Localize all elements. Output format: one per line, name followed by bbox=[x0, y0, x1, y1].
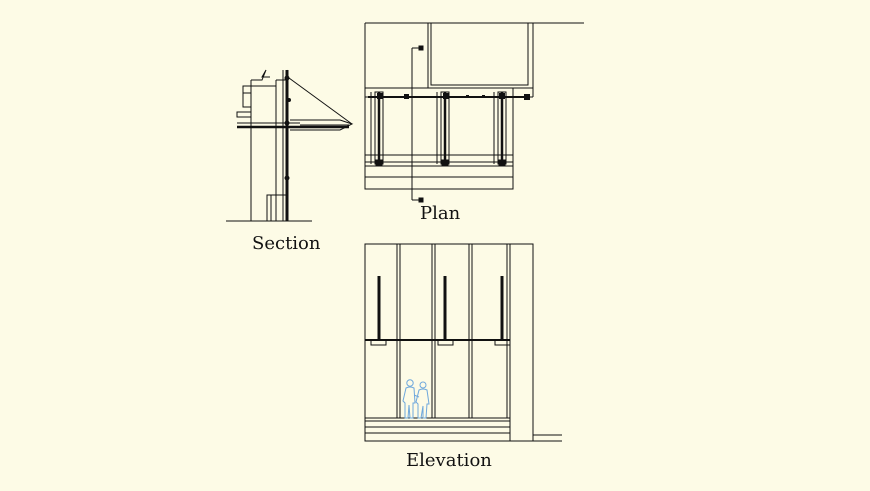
human-figures bbox=[402, 379, 430, 419]
plan-label: Plan bbox=[420, 203, 461, 224]
section-drawing bbox=[226, 69, 354, 222]
plan-drawing bbox=[364, 22, 584, 203]
elevation-label: Elevation bbox=[406, 450, 492, 471]
section-label: Section bbox=[252, 233, 321, 254]
elevation-drawing bbox=[364, 243, 562, 442]
